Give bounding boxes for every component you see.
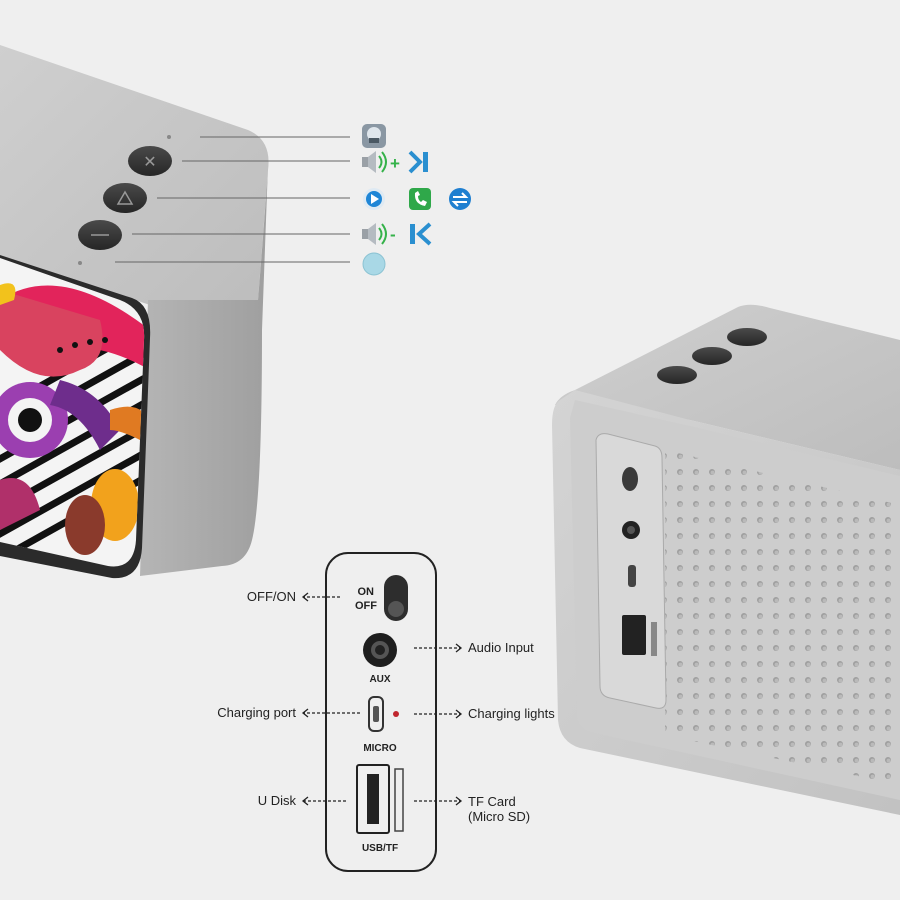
charging-port-label: Charging port <box>217 705 296 720</box>
play-button[interactable] <box>103 183 147 213</box>
charging-led <box>393 711 399 717</box>
right-button-3[interactable] <box>657 366 697 384</box>
right-button-2[interactable] <box>692 347 732 365</box>
right-button-1[interactable] <box>727 328 767 346</box>
speaker-right-top <box>555 304 900 470</box>
vol-down-icon-group: - <box>362 222 432 246</box>
button-leader-lines <box>115 136 350 263</box>
switch-off-label: OFF <box>355 600 377 612</box>
mic-icon-group <box>362 124 386 148</box>
mode-switch-icon <box>449 188 471 210</box>
switch-on-label: ON <box>358 586 375 598</box>
back-micro-port <box>628 565 636 587</box>
led-hole <box>78 261 82 265</box>
charging-lights-label: Charging lights <box>468 706 555 721</box>
led-indicator-icon <box>362 252 386 276</box>
phone-call-icon <box>409 188 431 210</box>
speaker-left-top <box>0 45 269 305</box>
u-disk-label: U Disk <box>257 793 296 808</box>
plus-sign: + <box>390 154 400 173</box>
play-button-glyph <box>116 190 134 205</box>
vol-up-icon-group: + <box>362 150 428 174</box>
speaker-left-side <box>140 165 268 576</box>
speaker-grille <box>665 450 900 785</box>
play-icon-group <box>363 188 471 210</box>
back-usb-port <box>622 615 646 655</box>
tf-card-slot[interactable] <box>394 768 404 832</box>
front-artwork <box>0 258 145 567</box>
speaker-right <box>552 304 900 815</box>
off-on-label: OFF/ON <box>246 589 296 604</box>
tf-card-label-line2: (Micro SD) <box>468 809 531 824</box>
vol-up-button[interactable] <box>128 146 172 176</box>
usb-port[interactable] <box>356 764 390 834</box>
led-icon-group <box>362 252 386 276</box>
vol-up-button-glyph: ✕ <box>143 152 156 171</box>
volume-up-icon <box>362 151 387 173</box>
tf-card-label: TF Card (Micro SD) <box>468 794 530 824</box>
arrow-heads <box>301 592 463 806</box>
tf-card-label-line1: TF Card <box>468 794 516 809</box>
minus-sign: - <box>390 225 396 244</box>
back-switch <box>622 467 638 491</box>
callout-arrows <box>304 596 460 802</box>
back-tf-slot <box>651 622 657 656</box>
audio-input-label: Audio Input <box>468 640 534 655</box>
previous-track-icon <box>410 222 432 246</box>
aux-label: AUX <box>369 674 390 685</box>
mic-hole <box>167 135 171 139</box>
next-track-icon <box>408 150 428 174</box>
ports-panel-outline <box>325 552 437 872</box>
speaker-left: ✕ <box>0 45 350 579</box>
ports-diagram: ON OFF AUX MICRO USB/TF <box>301 552 463 872</box>
micro-label: MICRO <box>363 743 397 754</box>
micro-usb-port[interactable] <box>368 696 384 732</box>
play-pause-icon <box>363 188 385 210</box>
usb-tf-label: USB/TF <box>362 843 398 854</box>
volume-down-icon <box>362 223 387 245</box>
